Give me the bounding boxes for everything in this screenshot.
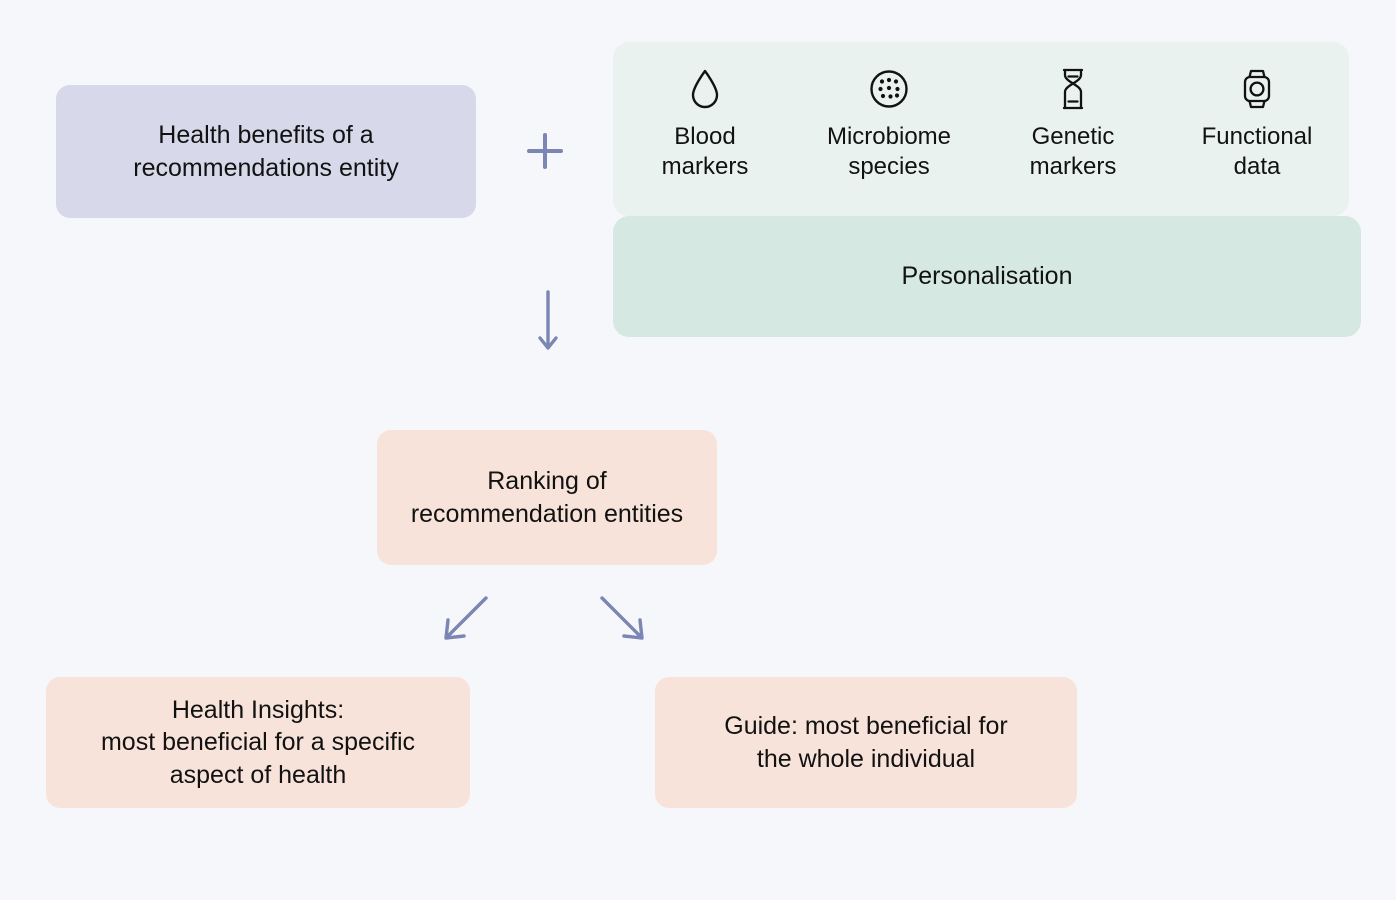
- node-health-benefits[interactable]: Health benefits of a recommendations ent…: [56, 85, 476, 218]
- arrow-down-icon: [538, 290, 558, 350]
- node-health-insights[interactable]: Health Insights: most beneficial for a s…: [46, 677, 470, 808]
- dna-helix-icon: [1051, 66, 1095, 112]
- signal-genetic-markers[interactable]: Genetic markers: [989, 66, 1157, 182]
- personalisation-band: Personalisation: [613, 216, 1361, 337]
- blood-drop-icon: [683, 66, 727, 112]
- signals-panel-background: [613, 42, 1349, 216]
- microbiome-dish-icon: [867, 66, 911, 112]
- arrow-down-right-icon: [600, 596, 644, 640]
- signal-label: Microbiome species: [826, 123, 952, 180]
- signal-functional-data[interactable]: Functional data: [1173, 66, 1341, 182]
- personalisation-panel: Blood markers: [613, 42, 1361, 337]
- arrow-down-left-icon: [444, 596, 488, 640]
- node-guide[interactable]: Guide: most beneficial for the whole ind…: [655, 677, 1077, 808]
- signal-blood-markers[interactable]: Blood markers: [621, 66, 789, 182]
- plus-icon: [524, 130, 566, 172]
- smartwatch-icon: [1235, 66, 1279, 112]
- signal-columns: Blood markers: [613, 42, 1349, 216]
- plus-icon-vertical-bar: [543, 133, 547, 169]
- signal-label: Blood markers: [661, 123, 749, 180]
- signal-microbiome-species[interactable]: Microbiome species: [805, 66, 973, 182]
- node-ranking-of-recommendation-entities[interactable]: Ranking of recommendation entities: [377, 430, 717, 565]
- signal-label: Genetic markers: [1029, 123, 1117, 180]
- signal-label: Functional data: [1201, 123, 1313, 180]
